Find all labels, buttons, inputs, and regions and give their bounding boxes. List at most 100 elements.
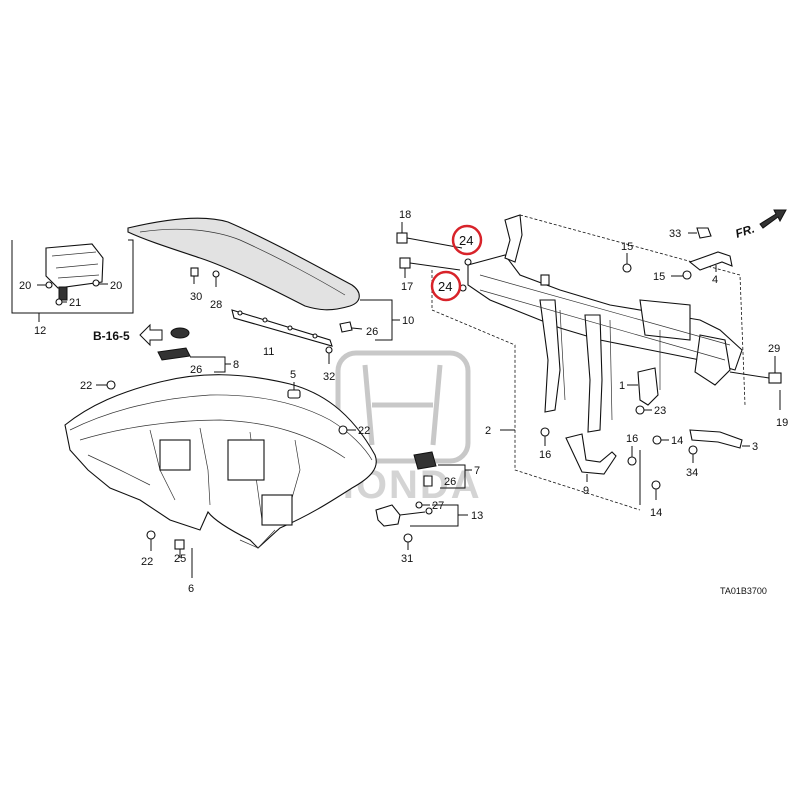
lower-duct <box>261 494 293 526</box>
callout-10: 10 <box>402 315 414 327</box>
bracket-1 <box>637 367 659 406</box>
nut-33 <box>696 227 712 239</box>
hanger-outline-guides <box>431 214 746 511</box>
diagram-code: TA01B3700 <box>720 586 767 596</box>
callout-6: 6 <box>188 583 194 595</box>
callout-8: 8 <box>233 359 239 371</box>
highlight-24-upper <box>451 224 483 256</box>
group-7-bracket <box>438 464 466 489</box>
dashboard-top-edge <box>69 394 373 461</box>
callout-26-mid: 26 <box>190 364 202 376</box>
hanger-detail-lines <box>479 274 731 421</box>
bolt-29-head <box>768 372 782 384</box>
switch-group-7-13: 7 26 27 13 31 <box>375 451 483 565</box>
bolt-18-head <box>396 232 408 244</box>
airbag-group: 20 20 21 12 <box>11 239 134 337</box>
clip-30 <box>190 267 199 277</box>
callout-21: 21 <box>69 297 81 309</box>
sensor-13 <box>375 504 401 527</box>
callout-25: 25 <box>174 553 186 565</box>
callout-15-upper: 15 <box>621 241 633 253</box>
callout-31: 31 <box>401 553 413 565</box>
garnish-side-trim <box>231 309 333 347</box>
callout-16-left: 16 <box>539 449 551 461</box>
callout-28: 28 <box>210 299 222 311</box>
upper-garnish-group: 30 28 26 10 11 32 <box>127 217 414 383</box>
bolt-17-head <box>399 257 411 269</box>
callout-16-right: 16 <box>626 433 638 445</box>
bracket-9 <box>565 433 617 475</box>
right-upper-parts: 33 4 15 15 <box>621 227 733 286</box>
hanger-center-leg <box>584 314 603 433</box>
bolt-27 <box>415 501 423 509</box>
screw-32 <box>325 346 333 354</box>
callout-32: 32 <box>323 371 335 383</box>
right-bolts-19-29: 29 19 <box>729 343 788 429</box>
hanger-bolts-group: 18 17 24 24 <box>396 209 483 302</box>
group-12-bracket <box>11 239 134 314</box>
callout-12: 12 <box>34 325 46 337</box>
bolt-22-bottom <box>146 530 156 540</box>
nut-24-upper <box>464 258 472 266</box>
callout-14-lower: 14 <box>650 507 662 519</box>
bolt-15-upper <box>622 263 632 273</box>
callout-11: 11 <box>263 346 274 358</box>
bolt-20-left <box>45 281 53 289</box>
connector-13 <box>425 507 433 515</box>
callout-23: 23 <box>654 405 666 417</box>
bolt-34 <box>688 445 698 455</box>
callout-3: 3 <box>752 441 758 453</box>
callout-29: 29 <box>768 343 780 355</box>
callout-33: 33 <box>669 228 681 240</box>
callout-19: 19 <box>776 417 788 429</box>
hanger-right-bracket <box>694 334 731 386</box>
reference-arrow-icon <box>139 323 163 347</box>
bolt-16-left <box>540 427 550 437</box>
callout-2: 2 <box>485 425 491 437</box>
hanger-column-support <box>639 299 691 341</box>
bolt-18-shaft <box>406 237 463 249</box>
callout-20-right: 20 <box>110 280 122 292</box>
callout-34: 34 <box>686 467 698 479</box>
callout-22-bottom: 22 <box>141 556 153 568</box>
center-console-opening <box>159 439 191 471</box>
vent-cap <box>170 327 190 339</box>
bolt-21 <box>55 298 63 306</box>
clip-26-upper <box>339 321 353 333</box>
bolt-16-right <box>627 456 637 466</box>
hanger-upper-bracket <box>504 214 523 263</box>
front-direction-indicator: FR. <box>734 209 787 241</box>
callout-22-right: 22 <box>358 425 370 437</box>
clip-26-lower <box>423 475 433 487</box>
watermark-frame <box>335 350 471 464</box>
switch-7 <box>413 451 437 470</box>
callout-22-left: 22 <box>80 380 92 392</box>
callout-7: 7 <box>474 465 480 477</box>
airbag-ribs <box>51 251 100 279</box>
callout-20-left: 20 <box>19 280 31 292</box>
steering-hanger-beam <box>467 254 743 371</box>
callout-4: 4 <box>712 274 718 286</box>
bolt-22-right <box>338 425 348 435</box>
clip-28 <box>212 270 220 278</box>
front-label: FR. <box>734 222 757 241</box>
callout-15-right: 15 <box>653 271 665 283</box>
callout-26-lower: 26 <box>444 476 456 488</box>
plug-5 <box>287 389 301 399</box>
bolt-23 <box>635 405 645 415</box>
sensor-wire <box>399 511 426 516</box>
bolt-14-lower <box>651 480 661 490</box>
callout-17: 17 <box>401 281 413 293</box>
bolt-22-left <box>106 380 116 390</box>
reference-label: B-16-5 <box>93 329 130 343</box>
callout-14-mid: 14 <box>671 435 683 447</box>
dashboard-mid-edge <box>79 419 346 459</box>
reference-and-part-8: B-16-5 8 26 <box>93 323 239 376</box>
highlight-24-lower <box>430 270 462 302</box>
garnish-edge-line <box>139 228 346 296</box>
callout-1: 1 <box>619 380 625 392</box>
hanger-tab-top <box>540 274 550 286</box>
bolt-14-mid <box>652 435 662 445</box>
dashboard-panel <box>64 374 377 549</box>
